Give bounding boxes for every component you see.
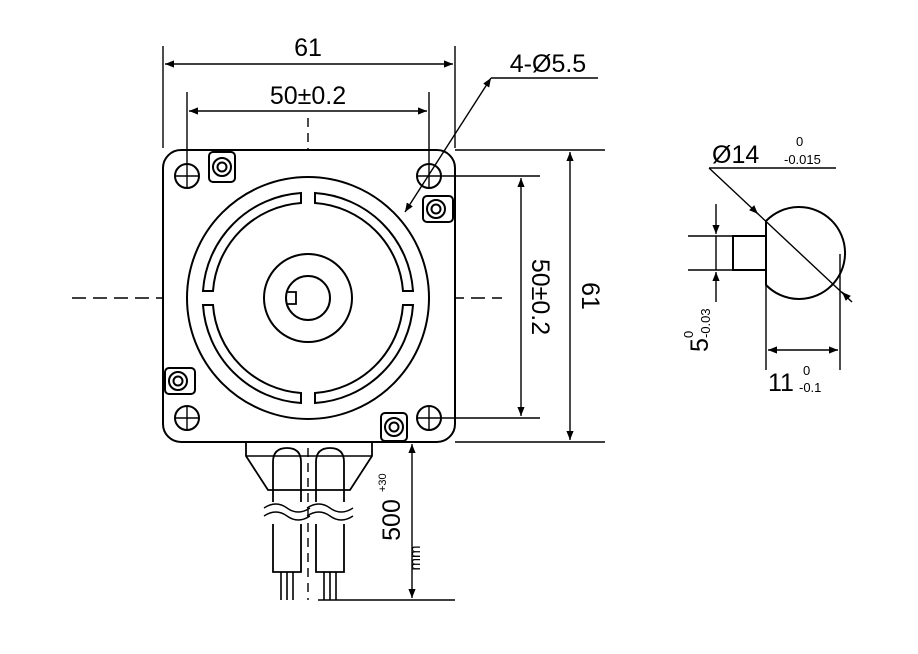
flat-label: 11 0 -0.1 xyxy=(768,363,821,397)
key-width-label: 5 0 -0.03 xyxy=(681,308,714,352)
hole-spacing-label: 50±0.2 xyxy=(270,82,346,110)
outer-boss-ring xyxy=(186,176,430,420)
lead-length-unit: mm xyxy=(407,546,424,571)
shaft-dimensions xyxy=(688,167,853,370)
shaft-circle xyxy=(285,275,331,321)
shaft-diameter-tol-lower: -0.015 xyxy=(784,152,821,167)
flat-value: 11 xyxy=(768,369,794,397)
screw-left xyxy=(164,367,196,395)
lead-wire-right xyxy=(306,447,354,600)
mounting-hole-top-right xyxy=(416,163,442,189)
lead-exit-housing xyxy=(245,442,373,491)
key-width-tol-upper: 0 xyxy=(681,331,696,338)
shaft-section-outline xyxy=(765,206,846,300)
shaft-section-view xyxy=(732,206,846,300)
flat-tol-upper: 0 xyxy=(803,363,810,378)
key-width-value: 5 xyxy=(686,338,714,352)
shaft-diameter-tol-upper: 0 xyxy=(796,134,803,149)
key-width-tol-lower: -0.03 xyxy=(698,308,713,338)
screw-top-left xyxy=(208,151,236,183)
inner-boss-ring xyxy=(263,253,353,343)
lead-wire-left xyxy=(263,447,311,600)
lead-length-tolerance: +30 xyxy=(377,473,389,492)
mounting-hole-bottom-right xyxy=(416,405,442,431)
holes-label: 4-Ø5.5 xyxy=(510,50,586,78)
flat-tol-lower: -0.1 xyxy=(799,380,821,395)
mounting-hole-bottom-left xyxy=(174,405,200,431)
front-view xyxy=(72,118,605,601)
arc-slot-top-left xyxy=(201,191,302,292)
shaft-diameter-label: Ø14 0 -0.015 xyxy=(712,134,821,169)
shaft-key xyxy=(286,291,297,305)
arc-slot-bottom-right xyxy=(314,304,415,405)
width-label: 61 xyxy=(294,34,322,62)
shaft-diameter-value: Ø14 xyxy=(712,141,759,169)
front-dimensions xyxy=(162,46,598,598)
motor-flange xyxy=(162,149,456,443)
shaft-diameter-line xyxy=(708,167,853,303)
holes-leader-line xyxy=(404,77,492,213)
height-label: 61 xyxy=(576,282,604,310)
mounting-hole-top-left xyxy=(174,163,200,189)
shaft-key-section xyxy=(732,235,767,271)
arc-slot-top-right xyxy=(314,191,415,292)
lead-length-label: 500 +30 mm xyxy=(377,473,424,570)
screw-bottom xyxy=(380,412,408,442)
lead-length-value: 500 xyxy=(378,499,406,541)
height-spacing-label: 50±0.2 xyxy=(526,259,554,335)
arc-slot-bottom-left xyxy=(201,304,302,405)
